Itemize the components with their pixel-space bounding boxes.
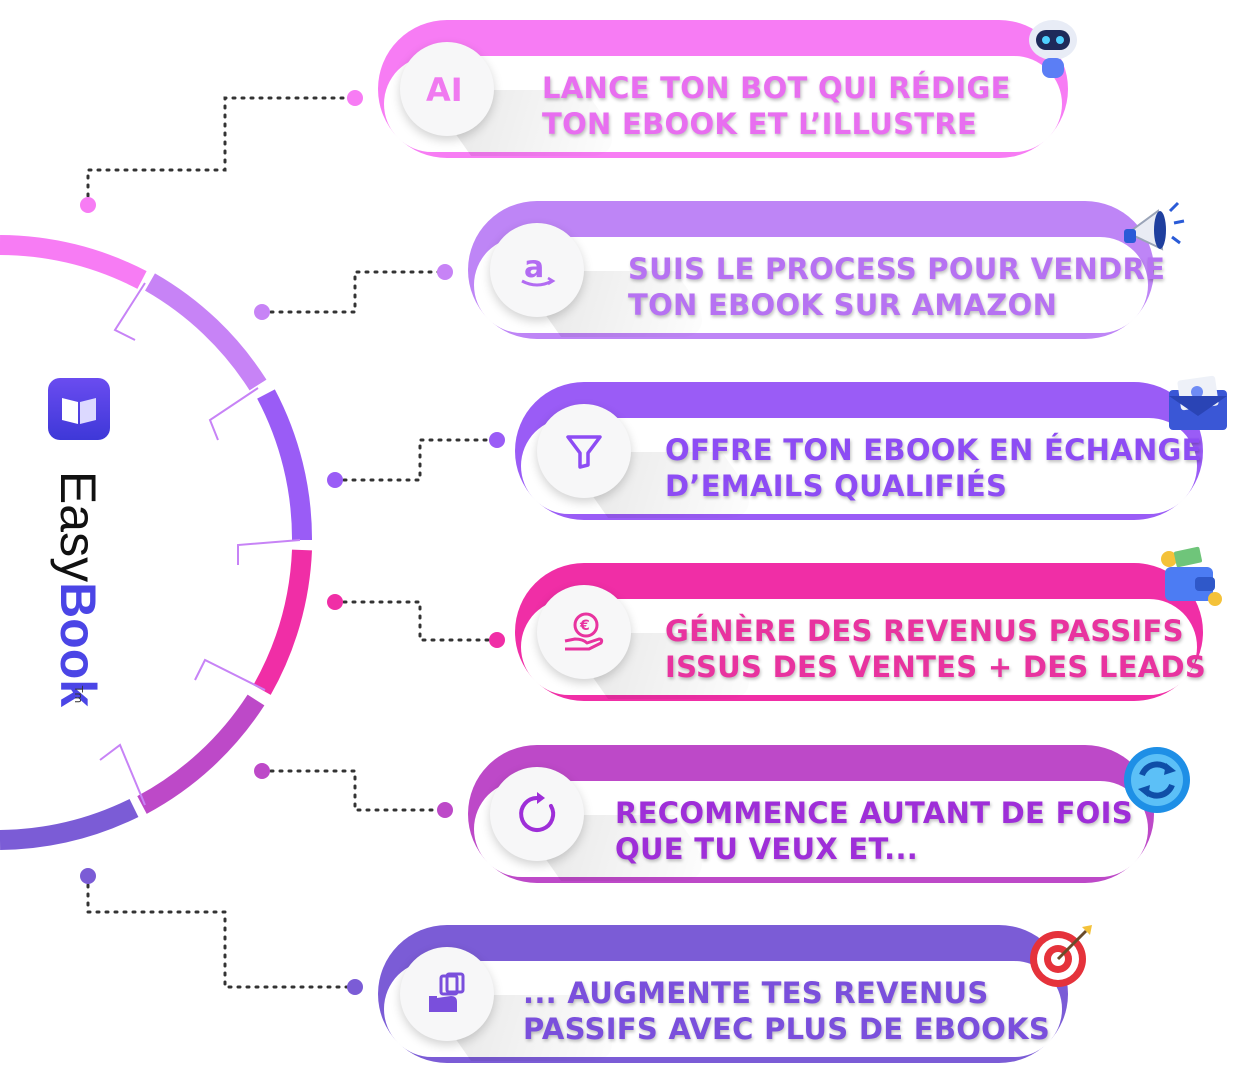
step-3-pill-inner	[521, 418, 1197, 514]
arc-segment-3	[257, 389, 313, 541]
step-1-line-1: LANCE TON BOT QUI RÉDIGE	[542, 71, 1011, 105]
step-6-pill-inner	[384, 961, 1062, 1057]
step-2-text: SUIS LE PROCESS POUR VENDRE TON EBOOK SU…	[628, 251, 1165, 323]
megaphone-icon	[1118, 193, 1188, 263]
step-4-text: GÉNÈRE DES REVENUS PASSIFS ISSUS DES VEN…	[665, 613, 1206, 685]
arc-segment-5	[137, 694, 265, 814]
step-1-text: LANCE TON BOT QUI RÉDIGE TON EBOOK ET L’…	[542, 70, 1011, 142]
step-6-text: ... AUGMENTE TES REVENUS PASSIFS AVEC PL…	[523, 975, 1050, 1047]
step-2-pill-inner	[474, 237, 1148, 333]
step-5-text: RECOMMENCE AUTANT DE FOIS QUE TU VEUX ET…	[615, 795, 1133, 867]
step-5-line-2: QUE TU VEUX ET...	[615, 832, 919, 866]
book-logo-icon	[48, 378, 110, 440]
step-5-line-1: RECOMMENCE AUTANT DE FOIS	[615, 796, 1133, 830]
step-1-line-2: TON EBOOK ET L’ILLUSTRE	[542, 107, 978, 141]
arc-segment-4	[253, 549, 312, 695]
step-4: € GÉNÈRE DES REVENUS PASSIFS ISSUS DES V…	[515, 546, 1222, 701]
step-4-pill-inner	[521, 599, 1197, 695]
svg-text:€: €	[579, 618, 590, 634]
refresh-icon	[490, 767, 584, 861]
step-1-pill-inner	[384, 56, 1062, 152]
ai-icon: AI	[400, 42, 494, 136]
step-3: OFFRE TON EBOOK EN ÉCHANGE D’EMAILS QUAL…	[515, 375, 1227, 520]
step-6-line-1: ... AUGMENTE TES REVENUS	[523, 976, 989, 1010]
target-icon	[1026, 921, 1096, 991]
amazon-icon: a	[490, 223, 584, 317]
brand: EasyBook Tm	[48, 378, 112, 708]
step-5-pill-inner	[474, 781, 1148, 877]
step-6-line-2: PASSIFS AVEC PLUS DE EBOOKS	[523, 1012, 1051, 1046]
step-3-line-2: D’EMAILS QUALIFIÉS	[665, 469, 1008, 503]
svg-text:a: a	[524, 250, 544, 285]
step-3-text: OFFRE TON EBOOK EN ÉCHANGE D’EMAILS QUAL…	[665, 432, 1202, 504]
wallet-icon	[1155, 543, 1225, 613]
step-2-line-2: TON EBOOK SUR AMAZON	[628, 288, 1058, 322]
step-4-line-2: ISSUS DES VENTES + DES LEADS	[665, 650, 1207, 684]
svg-text:AI: AI	[426, 71, 463, 107]
euro-hand-icon: €	[537, 585, 631, 679]
step-1: AI LANCE TON BOT QUI RÉDIGE TON EBOOK ET…	[378, 20, 1077, 158]
books-hand-icon	[400, 947, 494, 1041]
step-2-line-1: SUIS LE PROCESS POUR VENDRE	[628, 252, 1166, 286]
envelope-icon	[1163, 370, 1233, 440]
step-6: ... AUGMENTE TES REVENUS PASSIFS AVEC PL…	[378, 925, 1092, 1063]
step-4-line-1: GÉNÈRE DES REVENUS PASSIFS	[665, 614, 1184, 648]
arc-segment-1	[0, 235, 147, 289]
sync-icon	[1122, 745, 1192, 815]
arc-segment-2	[144, 273, 267, 391]
brand-trademark: Tm	[72, 685, 86, 704]
arc-segment-6	[0, 798, 139, 850]
step-2: a SUIS LE PROCESS POUR VENDRE TON EBOOK …	[468, 201, 1185, 339]
step-3-line-1: OFFRE TON EBOOK EN ÉCHANGE	[665, 433, 1202, 467]
step-5: RECOMMENCE AUTANT DE FOIS QUE TU VEUX ET…	[468, 745, 1190, 883]
brand-name-part1: Easy	[50, 470, 106, 583]
funnel-icon	[537, 404, 631, 498]
robot-icon	[1018, 12, 1088, 82]
